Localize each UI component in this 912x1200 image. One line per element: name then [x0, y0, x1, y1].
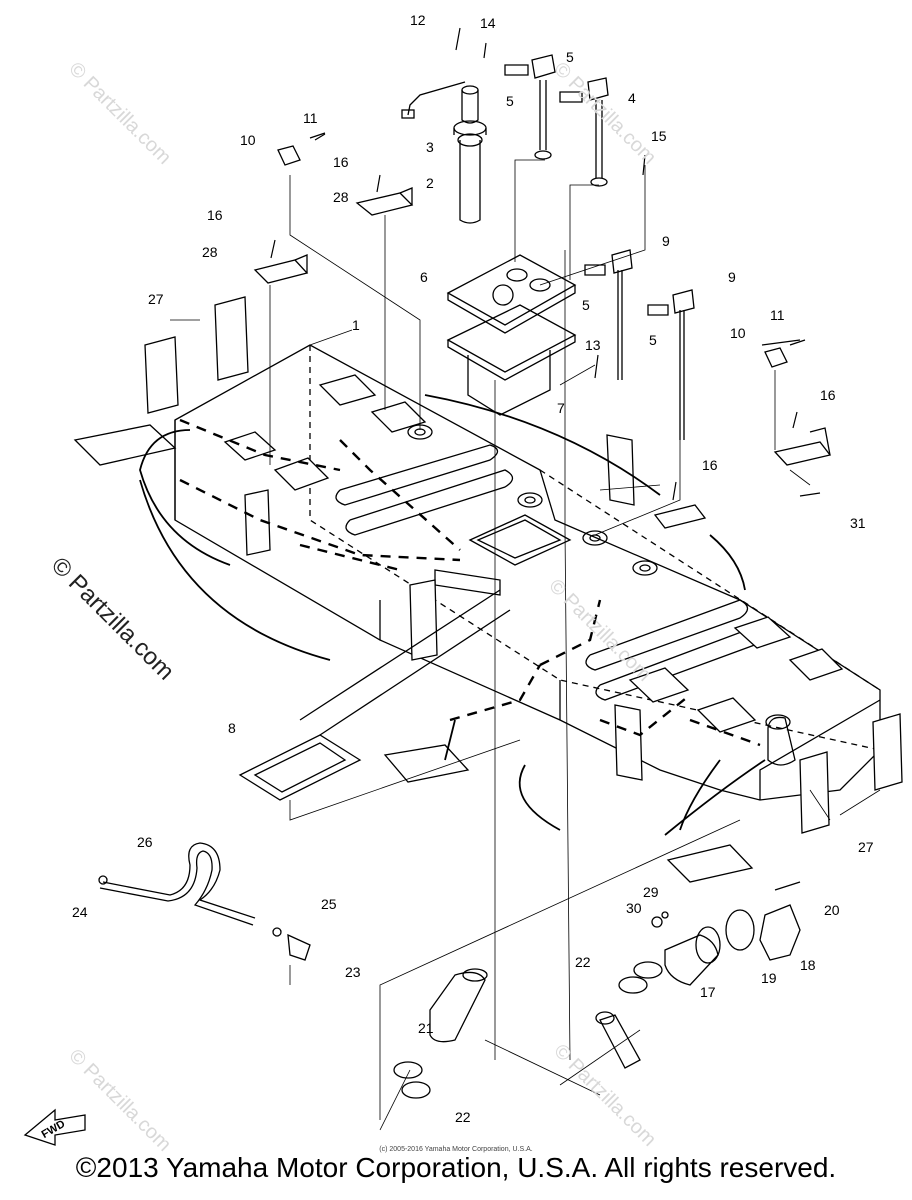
callout-9a: 9 [662, 233, 670, 249]
callout-4: 4 [628, 90, 636, 106]
callout-15: 15 [651, 128, 667, 144]
callout-26: 26 [137, 834, 153, 850]
gasket [238, 589, 511, 801]
callout-31: 31 [850, 515, 866, 531]
callout-6: 6 [420, 269, 428, 285]
fuel-tank [174, 344, 881, 801]
callout-29: 29 [643, 884, 659, 900]
fuel-sender-unit [446, 254, 577, 416]
fwd-arrow [23, 1108, 86, 1146]
callout-28a: 28 [333, 189, 349, 205]
callout-8: 8 [228, 720, 236, 736]
callout-21: 21 [418, 1020, 434, 1036]
callout-16a: 16 [333, 154, 349, 170]
callout-11a: 11 [303, 110, 318, 126]
small-print: (c) 2005-2016 Yamaha Motor Corporation, … [379, 1146, 533, 1153]
callout-17: 17 [700, 984, 716, 1000]
callout-5d: 5 [649, 332, 657, 348]
fittings [504, 64, 669, 316]
callout-3: 3 [426, 139, 434, 155]
callout-13: 13 [585, 337, 601, 353]
callout-20: 20 [824, 902, 840, 918]
callout-9b: 9 [728, 269, 736, 285]
callout-28b: 28 [202, 244, 218, 260]
callout-22b: 22 [455, 1109, 471, 1125]
callout-12: 12 [410, 12, 426, 28]
callout-7: 7 [557, 400, 565, 416]
callout-25: 25 [321, 896, 337, 912]
callout-22a: 22 [575, 954, 591, 970]
callout-5b: 5 [566, 49, 574, 65]
side-pads [73, 296, 903, 883]
callout-27b: 27 [858, 839, 874, 855]
callout-1: 1 [352, 317, 360, 333]
callout-11b: 11 [770, 307, 785, 323]
callout-labels: 1 2 3 4 5 5 5 5 6 7 8 9 9 10 10 11 11 12… [72, 12, 874, 1125]
callout-10a: 10 [240, 132, 256, 148]
screws [270, 27, 821, 501]
flow-arrows [179, 418, 761, 747]
pickup-tubes [531, 54, 695, 440]
callout-27a: 27 [148, 291, 164, 307]
callout-14: 14 [480, 15, 496, 31]
callout-5a: 5 [506, 93, 514, 109]
callout-23: 23 [345, 964, 361, 980]
breather-hose [98, 842, 311, 961]
curved-arrows [139, 394, 766, 836]
brackets [253, 187, 832, 529]
callout-24: 24 [72, 904, 88, 920]
callout-16c: 16 [820, 387, 836, 403]
callout-5c: 5 [582, 297, 590, 313]
callout-16d: 16 [702, 457, 718, 473]
rubber-pads [223, 374, 844, 733]
callout-30: 30 [626, 900, 642, 916]
callout-2: 2 [426, 175, 434, 191]
callout-10b: 10 [730, 325, 746, 341]
copyright-footer: ©2013 Yamaha Motor Corporation, U.S.A. A… [75, 1152, 837, 1183]
callout-16b: 16 [207, 207, 223, 223]
level-sender [401, 81, 487, 224]
callout-18: 18 [800, 957, 816, 973]
filler-assembly [393, 881, 801, 1099]
leader-lines [170, 159, 881, 1131]
caps [277, 132, 801, 368]
callout-19: 19 [761, 970, 777, 986]
